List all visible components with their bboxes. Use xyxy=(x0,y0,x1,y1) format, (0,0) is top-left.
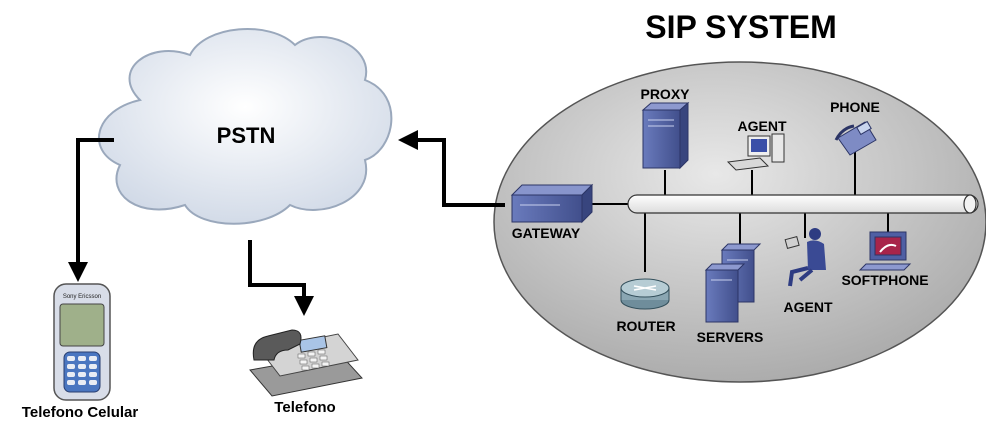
router-label: ROUTER xyxy=(616,318,675,334)
cellphone-brand: Sony Ericsson xyxy=(63,294,101,300)
softphone-icon xyxy=(858,231,912,271)
gateway-to-pstn-arrow xyxy=(398,130,505,207)
agent-person-icon xyxy=(784,228,826,287)
connector-lines xyxy=(68,130,889,316)
agent-pc-label: AGENT xyxy=(738,118,787,134)
phone-label: PHONE xyxy=(830,99,880,115)
softphone-label: SOFTPHONE xyxy=(841,272,928,288)
desk-phone-label: Telefono xyxy=(274,399,335,416)
cellphone-label: Telefono Celular xyxy=(22,404,139,421)
pstn-to-cellphone-arrow xyxy=(68,138,114,282)
servers-label: SERVERS xyxy=(697,329,764,345)
agent-computer-icon xyxy=(726,133,785,171)
router-icon xyxy=(620,278,670,310)
pstn-cloud xyxy=(97,28,393,225)
gateway-icon xyxy=(510,183,594,224)
proxy-server-icon xyxy=(641,101,690,170)
pstn-to-desk-phone-arrow xyxy=(248,240,314,316)
ip-phone-icon xyxy=(834,120,877,156)
proxy-label: PROXY xyxy=(640,86,690,102)
servers-icon xyxy=(704,243,762,323)
sip-bus xyxy=(627,194,979,214)
gateway-label: GATEWAY xyxy=(512,225,581,241)
sip-system-title: SIP SYSTEM xyxy=(645,9,836,45)
cellphone-icon: Sony Ericsson xyxy=(53,283,111,401)
agent-person-label: AGENT xyxy=(784,299,833,315)
pstn-label: PSTN xyxy=(217,123,276,148)
desk-phone-icon xyxy=(249,329,363,397)
